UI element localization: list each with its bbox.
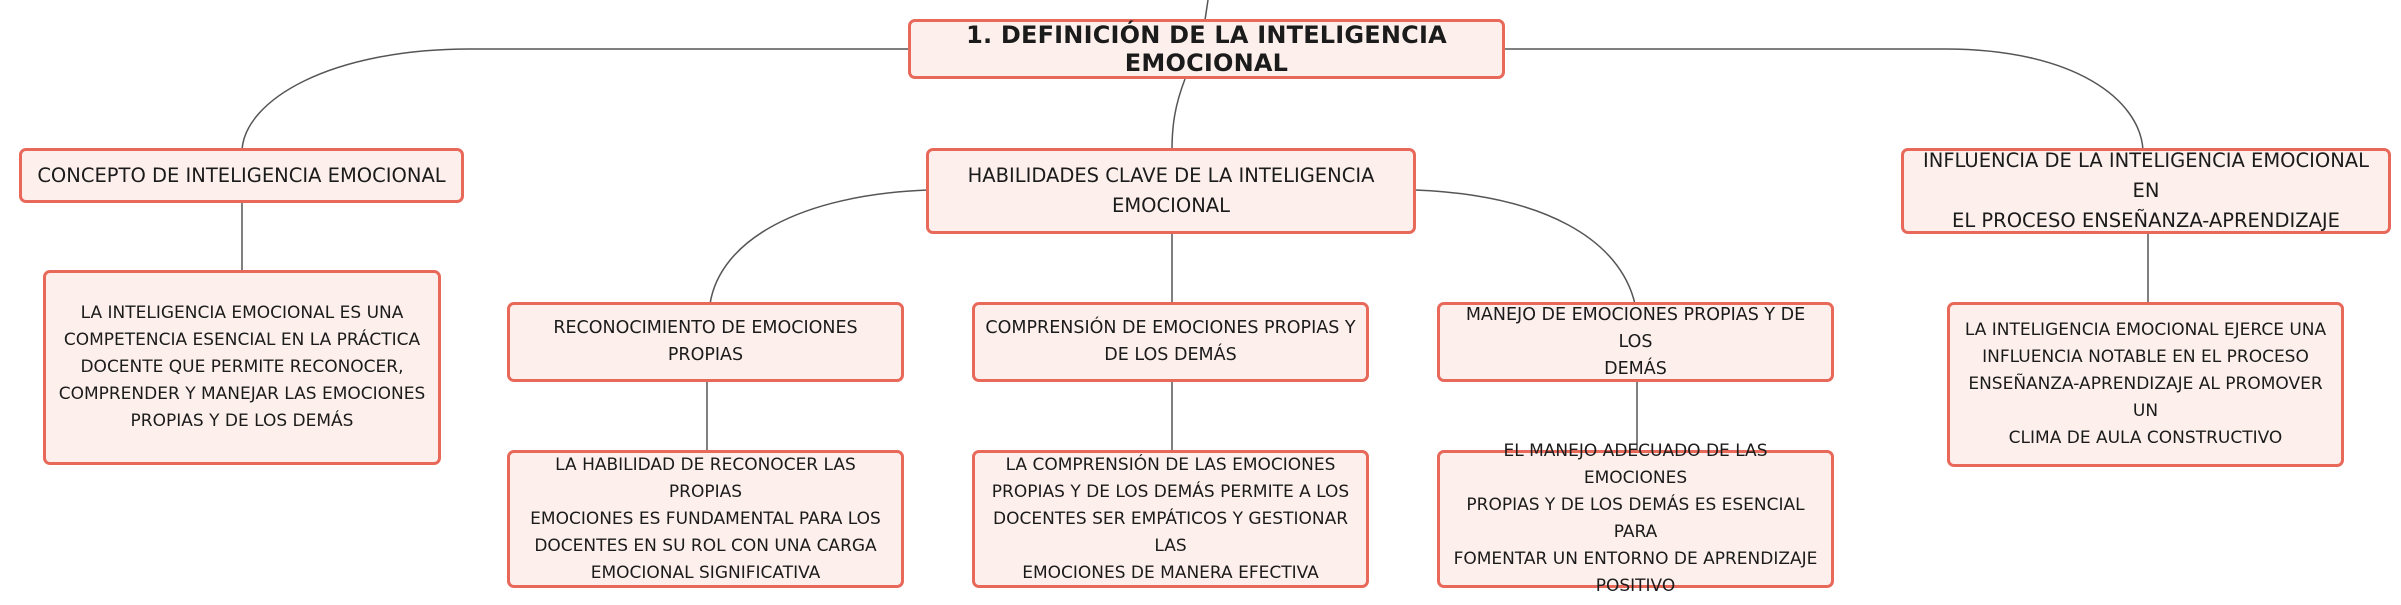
- connector-root-habilidades: [1171, 78, 1186, 151]
- topic-manejo[interactable]: MANEJO DE EMOCIONES PROPIAS Y DE LOS DEM…: [1437, 302, 1834, 382]
- connector-root-influencia: [1497, 48, 2144, 151]
- detail-reconocimiento[interactable]: LA HABILIDAD DE RECONOCER LAS PROPIAS EM…: [507, 450, 904, 588]
- detail-manejo[interactable]: EL MANEJO ADECUADO DE LAS EMOCIONES PROP…: [1437, 441, 1834, 596]
- detail-comprension[interactable]: LA COMPRENSIÓN DE LAS EMOCIONES PROPIAS …: [972, 450, 1369, 588]
- topic-influencia[interactable]: INFLUENCIA DE LA INTELIGENCIA EMOCIONAL …: [1901, 148, 2391, 234]
- root-topic[interactable]: 1. DEFINICIÓN DE LA INTELIGENCIA EMOCION…: [908, 19, 1505, 79]
- detail-influencia[interactable]: LA INTELIGENCIA EMOCIONAL EJERCE UNA INF…: [1947, 302, 2344, 467]
- topic-concepto[interactable]: CONCEPTO DE INTELIGENCIA EMOCIONAL: [19, 148, 464, 203]
- connector-parent-root: [1204, 0, 1209, 21]
- connector-habilidades-reconocimiento: [709, 189, 929, 305]
- topic-reconocimiento[interactable]: RECONOCIMIENTO DE EMOCIONES PROPIAS: [507, 302, 904, 382]
- detail-concepto[interactable]: LA INTELIGENCIA EMOCIONAL ES UNA COMPETE…: [43, 270, 441, 465]
- topic-comprension[interactable]: COMPRENSIÓN DE EMOCIONES PROPIAS Y DE LO…: [972, 302, 1369, 382]
- connector-habilidades-manejo: [1414, 189, 1636, 305]
- connector-root-concepto: [241, 48, 908, 151]
- topic-habilidades[interactable]: HABILIDADES CLAVE DE LA INTELIGENCIA EMO…: [926, 148, 1416, 234]
